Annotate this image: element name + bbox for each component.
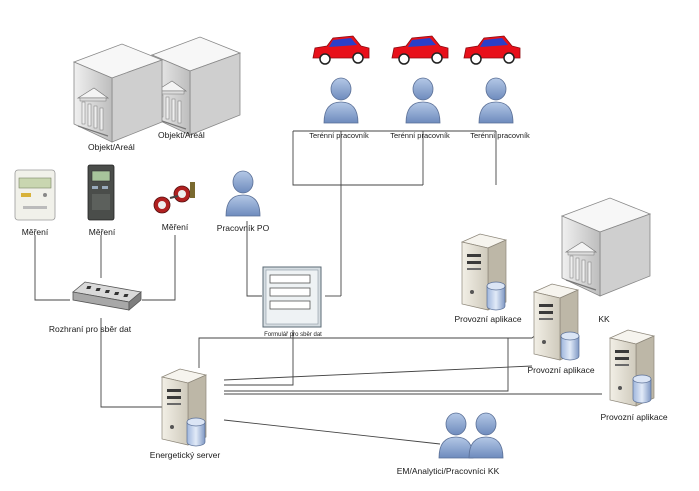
line-server-app2 — [198, 337, 532, 368]
line-mereni-3 — [142, 235, 176, 301]
connection-lines — [34, 130, 602, 445]
meter-icon-3 — [153, 182, 195, 214]
label-mereni-1: Měření — [22, 227, 49, 237]
building-icon-back — [151, 36, 241, 136]
building-icon-front — [73, 43, 163, 143]
person-icon-terenni-3 — [478, 77, 514, 124]
line-server-app2b — [223, 365, 533, 381]
db-icon-energeticky — [186, 417, 206, 447]
label-terenni-3: Terénní pracovník — [470, 131, 530, 140]
label-em-analytici: EM/Analytici/Pracovníci KK — [397, 466, 500, 476]
hub-icon — [72, 281, 142, 311]
label-mereni-2: Měření — [89, 227, 116, 237]
person-icon-analyst-2 — [468, 412, 504, 459]
car-icon-1 — [312, 35, 370, 65]
line-form-server — [224, 330, 294, 386]
line-mereni-1 — [34, 235, 70, 301]
db-icon-app-2 — [560, 331, 580, 361]
person-icon-po — [225, 170, 261, 217]
label-energeticky-server: Energetický server — [150, 450, 221, 460]
db-icon-app-3 — [632, 374, 652, 404]
line-field-bus — [292, 131, 423, 186]
person-icon-analyst-1 — [438, 412, 474, 459]
meter-icon-2 — [87, 164, 115, 221]
label-formular: Formulář pro sběr dat — [264, 332, 322, 338]
db-icon-app-1 — [486, 281, 506, 311]
form-icon — [262, 266, 322, 328]
label-kk: KK — [598, 314, 610, 324]
label-terenni-2: Terénní pracovník — [390, 131, 450, 140]
line-po-to-form — [246, 221, 262, 297]
label-objekt-back: Objekt/Areál — [158, 130, 205, 140]
label-terenni-1: Terénní pracovník — [309, 131, 369, 140]
line-server-app1 — [224, 338, 509, 392]
person-icon-terenni-1 — [323, 77, 359, 124]
person-icon-terenni-2 — [405, 77, 441, 124]
car-icon-3 — [463, 35, 521, 65]
label-provozni-1: Provozní aplikace — [454, 314, 521, 324]
label-pracovnik-po: Pracovník PO — [217, 223, 270, 233]
line-hub-server — [100, 318, 162, 408]
line-server-analysts — [223, 419, 441, 445]
label-provozni-2: Provozní aplikace — [527, 365, 594, 375]
building-icon-kk — [561, 197, 651, 297]
car-icon-2 — [391, 35, 449, 65]
label-rozhrani: Rozhraní pro sběr dat — [49, 324, 132, 334]
label-objekt-front: Objekt/Areál — [88, 142, 135, 152]
label-mereni-3: Měření — [162, 222, 189, 232]
label-provozni-3: Provozní aplikace — [600, 412, 667, 422]
meter-icon-1 — [14, 169, 56, 221]
